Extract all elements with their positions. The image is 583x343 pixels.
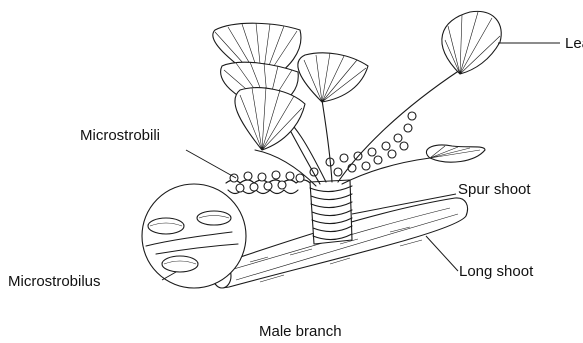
label-microstrobili: Microstrobili [80,127,160,144]
label-leaf: Leaf [565,35,583,52]
magnified-inset [142,184,246,288]
label-microstrobilus: Microstrobilus [8,273,101,290]
label-long-shoot: Long shoot [459,263,534,280]
leaves-drawing [213,11,501,162]
spur-shoot-drawing [310,180,352,244]
label-spur-shoot: Spur shoot [458,181,531,198]
figure-caption: Male branch [259,323,342,340]
